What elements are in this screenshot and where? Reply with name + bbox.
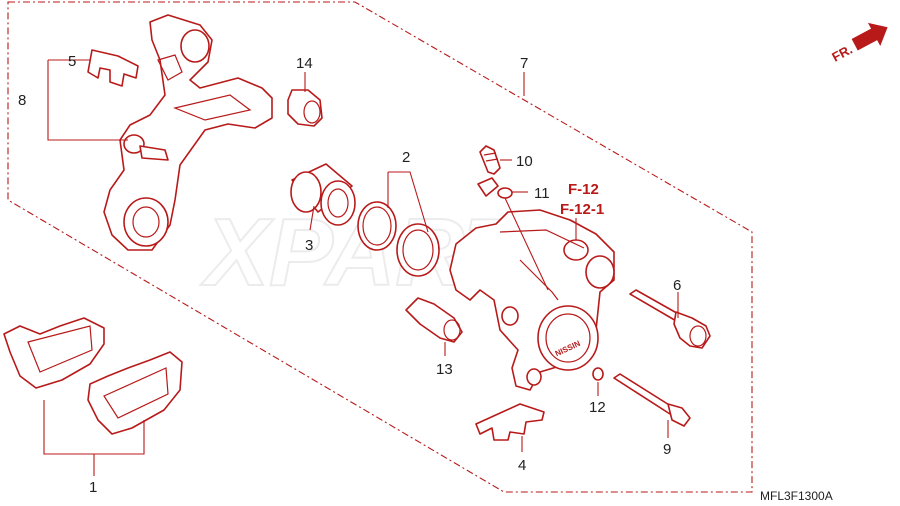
callout-9: 9 <box>663 441 671 458</box>
leader-lines <box>43 59 679 476</box>
direction-label: FR. <box>829 42 855 65</box>
retainer-clip-upper <box>87 49 139 87</box>
callout-2: 2 <box>402 149 410 166</box>
caliper-body: NISSIN <box>449 209 615 391</box>
assembly-frame <box>7 1 753 493</box>
brake-pad-set <box>3 317 183 435</box>
callout-8: 8 <box>18 92 26 109</box>
front-direction-arrow: FR. <box>829 22 888 65</box>
reference-f12-1: F-12-1 <box>560 201 604 218</box>
leader-11b <box>504 197 549 291</box>
callout-5: 5 <box>68 53 76 70</box>
boot <box>287 89 323 127</box>
bleeder-cap <box>477 177 513 199</box>
caliper-bracket <box>103 14 273 251</box>
piston-seal-set <box>357 201 440 277</box>
callout-13: 13 <box>436 361 453 378</box>
callout-14: 14 <box>296 55 313 72</box>
callout-12: 12 <box>589 399 606 416</box>
callout-1: 1 <box>89 479 97 496</box>
callout-10: 10 <box>516 153 533 170</box>
reference-f12: F-12 <box>568 181 599 198</box>
leader-3 <box>309 205 315 231</box>
arrow-icon <box>851 22 888 51</box>
retainer-clip-lower <box>475 403 545 441</box>
callout-3: 3 <box>305 237 313 254</box>
callout-numbers: 5 8 14 7 2 10 11 3 6 13 12 9 4 1 <box>18 53 681 496</box>
pad-pin <box>613 373 691 427</box>
bleeder-screw <box>479 145 501 175</box>
callout-7: 7 <box>520 55 528 72</box>
diagram-code: MFL3F1300A <box>760 489 833 503</box>
callout-11: 11 <box>534 185 550 202</box>
washer <box>592 367 604 381</box>
leader-8 <box>47 100 128 141</box>
leader-2b <box>388 171 429 233</box>
callout-6: 6 <box>673 277 681 294</box>
piston <box>290 163 356 226</box>
caliper-pin-bolt <box>629 289 711 349</box>
pin-sleeve <box>405 297 463 343</box>
callout-4: 4 <box>518 457 526 474</box>
